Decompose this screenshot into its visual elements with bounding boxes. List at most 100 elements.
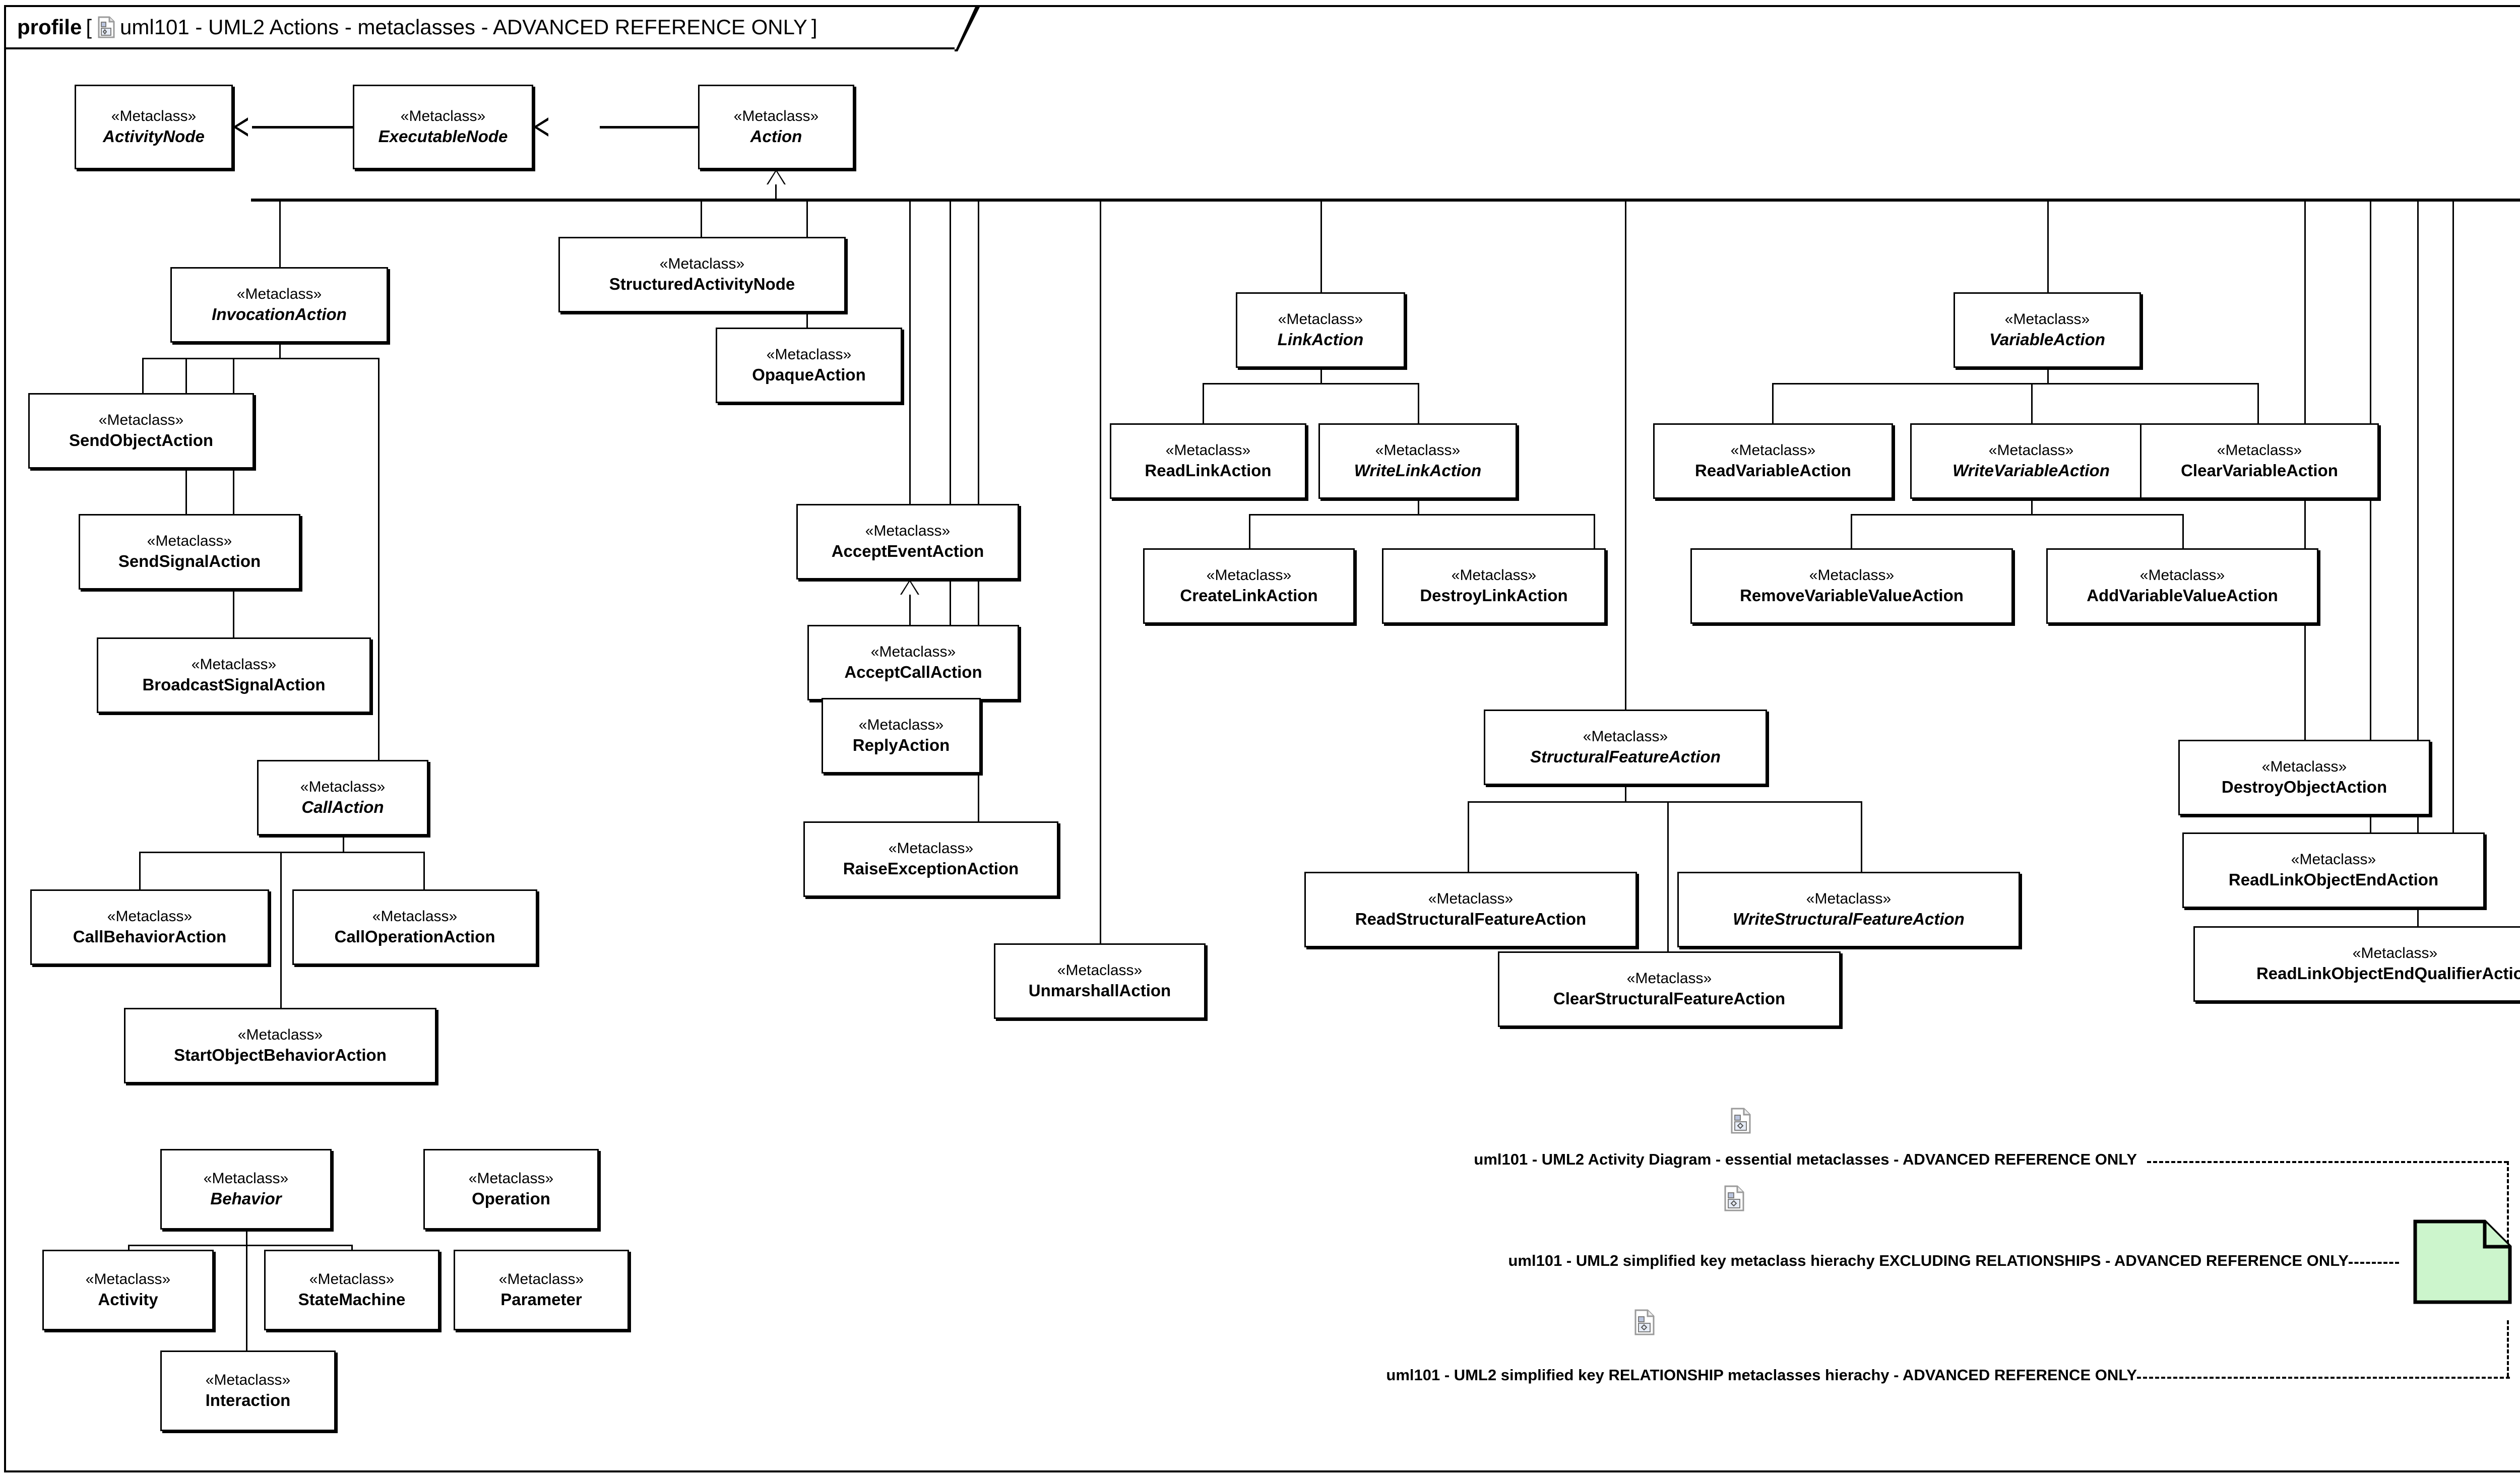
bus-drop	[701, 200, 702, 238]
diagram-document-icon	[1730, 1108, 1751, 1134]
class-box-callbehavioraction[interactable]: «Metaclass»CallBehaviorAction	[30, 889, 269, 965]
visit-also-note[interactable]	[2413, 1219, 2512, 1304]
class-box-readvariableaction[interactable]: «Metaclass»ReadVariableAction	[1653, 423, 1893, 499]
class-box-writelinkaction[interactable]: «Metaclass»WriteLinkAction	[1318, 423, 1517, 499]
tree-stem	[1320, 369, 1322, 384]
class-name-label: InvocationAction	[212, 304, 347, 324]
stereotype-label: «Metaclass»	[1375, 442, 1461, 459]
class-box-interaction[interactable]: «Metaclass»Interaction	[160, 1351, 336, 1431]
assoc-line	[252, 126, 353, 128]
class-name-label: CallAction	[301, 797, 384, 816]
class-box-calloperationaction[interactable]: «Metaclass»CallOperationAction	[292, 889, 537, 965]
tree-stem	[2047, 369, 2049, 384]
class-box-action[interactable]: «Metaclass»Action	[698, 85, 854, 169]
class-name-label: UnmarshallAction	[1028, 981, 1171, 1000]
class-name-label: SendSignalAction	[118, 551, 261, 570]
stereotype-label: «Metaclass»	[236, 286, 322, 303]
tree-drop	[351, 1245, 353, 1251]
class-box-linkaction[interactable]: «Metaclass»LinkAction	[1236, 292, 1405, 368]
assoc-line	[600, 126, 698, 128]
stereotype-label: «Metaclass»	[300, 779, 386, 796]
class-box-sendsignalaction[interactable]: «Metaclass»SendSignalAction	[79, 514, 300, 590]
tree-bus	[1203, 383, 1419, 384]
class-name-label: CallOperationAction	[334, 927, 495, 946]
class-name-label: ExecutableNode	[378, 126, 508, 146]
tree-stem	[2031, 500, 2033, 515]
frame-bracket-close: ]	[811, 15, 817, 39]
stereotype-label: «Metaclass»	[2139, 567, 2225, 584]
class-name-label: BroadcastSignalAction	[142, 675, 326, 694]
stereotype-label: «Metaclass»	[888, 840, 974, 857]
tree-drop	[1249, 514, 1250, 549]
class-box-callaction[interactable]: «Metaclass»CallAction	[257, 760, 428, 836]
bus-drop	[2417, 200, 2419, 927]
class-name-label: ReplyAction	[852, 735, 950, 754]
class-box-executablenode[interactable]: «Metaclass»ExecutableNode	[353, 85, 533, 169]
class-box-readlinkobjectendaction[interactable]: «Metaclass»ReadLinkObjectEndAction	[2182, 832, 2485, 908]
note-connector-spine	[2507, 1161, 2509, 1262]
class-name-label: VariableAction	[1989, 330, 2105, 349]
stereotype-label: «Metaclass»	[2004, 311, 2090, 328]
class-box-raiseexceptionaction[interactable]: «Metaclass» RaiseExceptionAction	[803, 821, 1058, 897]
tree-stem	[775, 184, 777, 200]
tree-drop	[1418, 383, 1419, 424]
class-box-clearvariableaction[interactable]: «Metaclass»ClearVariableAction	[2140, 423, 2379, 499]
class-box-writevariableaction[interactable]: «Metaclass» WriteVariableAction	[1910, 423, 2152, 499]
tree-stem	[343, 837, 344, 852]
class-box-parameter[interactable]: «Metaclass»Parameter	[454, 1250, 629, 1330]
class-box-unmarshallaction[interactable]: «Metaclass»UnmarshallAction	[994, 943, 1206, 1019]
class-box-structuralfeatureaction[interactable]: «Metaclass»StructuralFeatureAction	[1484, 710, 1767, 785]
class-name-label: WriteVariableAction	[1952, 461, 2110, 480]
generalization-arrow-fill	[902, 582, 918, 595]
class-box-broadcastsignalaction[interactable]: «Metaclass» BroadcastSignalAction	[97, 637, 371, 713]
class-box-sendobjectaction[interactable]: «Metaclass»SendObjectAction	[28, 393, 254, 469]
class-name-label: ReadStructuralFeatureAction	[1355, 909, 1587, 928]
class-box-behavior[interactable]: «Metaclass»Behavior	[160, 1149, 332, 1230]
class-name-label: OpaqueAction	[752, 365, 866, 384]
class-box-acceptcallaction[interactable]: «Metaclass»AcceptCallAction	[807, 625, 1019, 700]
class-box-structuredactivitynode[interactable]: «Metaclass»StructuredActivityNode	[558, 237, 846, 312]
class-box-replyaction[interactable]: «Metaclass»ReplyAction	[822, 698, 981, 774]
class-box-addvariablevalueaction[interactable]: «Metaclass»AddVariableValueAction	[2046, 548, 2318, 624]
stereotype-label: «Metaclass»	[1165, 442, 1251, 459]
class-name-label: Interaction	[205, 1390, 291, 1409]
stereotype-label: «Metaclass»	[111, 108, 197, 125]
stereotype-label: «Metaclass»	[1806, 890, 1892, 908]
class-box-readlinkaction[interactable]: «Metaclass»ReadLinkAction	[1110, 423, 1306, 499]
tree-drop	[1667, 801, 1669, 952]
class-box-destroyobjectaction[interactable]: «Metaclass»DestroyObjectAction	[2178, 740, 2430, 815]
class-box-readlinkobjectendqualifier[interactable]: «Metaclass»ReadLinkObjectEndQualifierAct…	[2193, 926, 2520, 1002]
class-box-readstructuralfeatureaction[interactable]: «Metaclass»ReadStructuralFeatureAction	[1304, 872, 1637, 947]
tree-drop	[1203, 383, 1204, 424]
tree-drop	[1772, 383, 1774, 424]
stereotype-label: «Metaclass»	[1583, 728, 1668, 745]
class-name-label: LinkAction	[1277, 330, 1364, 349]
class-box-statemachine[interactable]: «Metaclass»StateMachine	[264, 1250, 439, 1330]
class-box-activitynode[interactable]: «Metaclass»ActivityNode	[75, 85, 233, 169]
class-name-label: SendObjectAction	[69, 430, 214, 449]
class-name-label: RaiseExceptionAction	[843, 859, 1019, 878]
class-box-clearstructuralfeatureaction[interactable]: «Metaclass»ClearStructuralFeatureAction	[1498, 951, 1841, 1027]
class-box-operation[interactable]: «Metaclass»Operation	[423, 1149, 599, 1230]
tree-drop	[280, 852, 282, 1009]
class-box-createlinkaction[interactable]: «Metaclass»CreateLinkAction	[1143, 548, 1355, 624]
class-name-label: AcceptCallAction	[844, 662, 982, 681]
class-box-activity[interactable]: «Metaclass»Activity	[42, 1250, 214, 1330]
frame-title: uml101 - UML2 Actions - metaclasses - AD…	[120, 15, 807, 39]
stereotype-label: «Metaclass»	[191, 656, 277, 673]
class-box-variableaction[interactable]: «Metaclass» VariableAction	[1954, 292, 2141, 368]
class-box-accepteventaction[interactable]: «Metaclass»AcceptEventAction	[796, 504, 1019, 580]
class-box-invocationaction[interactable]: «Metaclass»InvocationAction	[170, 267, 388, 343]
class-box-startobjectbehavioraction[interactable]: «Metaclass»StartObjectBehaviorAction	[124, 1008, 436, 1083]
class-name-label: Operation	[472, 1189, 550, 1208]
class-name-label: CreateLinkAction	[1180, 586, 1318, 605]
note-connector-dash	[2147, 1161, 2508, 1163]
class-box-destroylinkaction[interactable]: «Metaclass»DestroyLinkAction	[1382, 548, 1606, 624]
class-box-opaqueaction[interactable]: «Metaclass»OpaqueAction	[716, 328, 902, 403]
class-box-removevariablevalueaction[interactable]: «Metaclass»RemoveVariableValueAction	[1690, 548, 2013, 624]
stereotype-label: «Metaclass»	[1988, 442, 2074, 459]
class-box-writestructuralfeatureaction[interactable]: «Metaclass»WriteStructuralFeatureAction	[1677, 872, 2020, 947]
stereotype-label: «Metaclass»	[870, 644, 956, 661]
frame-kind-label: profile	[17, 15, 82, 39]
